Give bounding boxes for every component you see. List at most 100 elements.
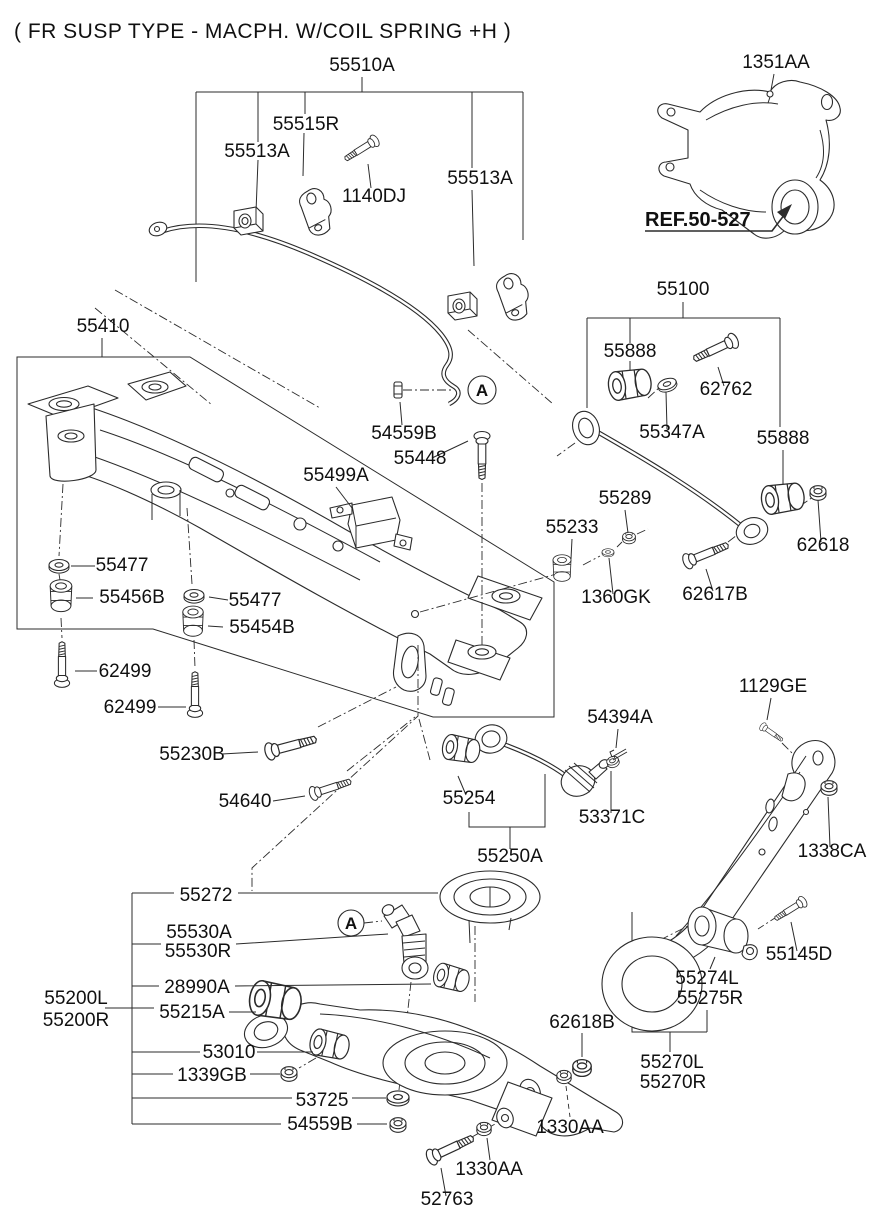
ref-callout-arrow (645, 204, 792, 232)
stopper-55233 (552, 554, 572, 582)
washer-55477-left (48, 558, 70, 574)
detail-marker-A-top-letter: A (476, 381, 488, 400)
washer-55347A (655, 375, 679, 395)
part-label-52763: 52763 (421, 1189, 474, 1210)
ref-callout-label: REF.50-527 (645, 209, 751, 231)
part-label-1330AA-2: 1330AA (455, 1159, 523, 1180)
part-label-55272: 55272 (180, 885, 233, 906)
diagram-title: ( FR SUSP TYPE - MACPH. W/COIL SPRING +H… (14, 20, 511, 43)
part-label-53725: 53725 (296, 1090, 349, 1111)
stabilizer-bushing-right (447, 291, 478, 321)
part-label-55888-2: 55888 (757, 428, 810, 449)
part-label-1351AA: 1351AA (742, 52, 810, 73)
part-label-55456B: 55456B (99, 587, 165, 608)
knuckle-pin-1351AA (766, 90, 774, 98)
leader-lines (71, 73, 831, 1197)
stabilizer-bar-drawing (148, 221, 461, 407)
nut-55289 (622, 531, 636, 545)
stabilizer-bushing-left (233, 206, 264, 236)
projection-lines (58, 96, 814, 1138)
part-label-55410: 55410 (77, 316, 130, 337)
bolt-54640 (307, 774, 354, 803)
part-label-28990A: 28990A (164, 977, 230, 998)
part-label-55200L: 55200L (44, 988, 107, 1009)
part-label-62762: 62762 (700, 379, 753, 400)
detail-marker-A-top: A (467, 375, 497, 405)
rear-knuckle-drawing (657, 79, 841, 239)
nut-54559B-lower (389, 1117, 407, 1133)
nut-1330AA-right (556, 1069, 572, 1085)
nut-1339GB (280, 1066, 298, 1082)
part-label-1339GB: 1339GB (177, 1065, 247, 1086)
assist-arm-bushing-55888-right (759, 480, 807, 517)
part-label-55530A: 55530A (166, 922, 232, 943)
part-label-55230B: 55230B (159, 744, 225, 765)
spring-insulator-55272-drawing (439, 870, 541, 944)
detail-marker-A-bottom-letter: A (345, 914, 357, 933)
bolt-55448 (473, 430, 491, 481)
crossmember-drawing (27, 371, 543, 706)
part-label-55477-1: 55477 (96, 555, 149, 576)
lower-arm-drawing (243, 1002, 624, 1137)
part-label-55270L: 55270L (640, 1052, 703, 1073)
detail-marker-A-bottom: A (337, 909, 365, 937)
part-label-55274L: 55274L (675, 968, 738, 989)
nut-1338CA (820, 780, 838, 796)
bolt-55230B (262, 729, 320, 762)
part-label-54559B-1: 54559B (371, 423, 437, 444)
cotter-pin-54394A (609, 748, 628, 761)
part-label-55510A: 55510A (329, 55, 395, 76)
part-label-62618: 62618 (797, 535, 850, 556)
bolt-1129GE (758, 721, 786, 745)
washer-55477-right (183, 588, 205, 604)
part-label-55448: 55448 (394, 448, 447, 469)
part-label-55888-1: 55888 (604, 341, 657, 362)
part-label-1360GK: 1360GK (581, 587, 651, 608)
part-label-1129GE: 1129GE (739, 676, 807, 697)
washer-1360GK (601, 548, 615, 558)
part-label-55200R: 55200R (43, 1010, 110, 1031)
part-label-55270R: 55270R (640, 1072, 707, 1093)
part-label-55530R: 55530R (165, 941, 232, 962)
part-label-55100: 55100 (657, 279, 710, 300)
part-label-55250A: 55250A (477, 846, 543, 867)
part-label-55499A: 55499A (303, 465, 369, 486)
part-label-55275R: 55275R (677, 988, 744, 1009)
bushing-55456B (49, 579, 73, 613)
part-label-62618B: 62618B (549, 1012, 615, 1033)
part-label-53371C: 53371C (579, 807, 646, 828)
nut-62618 (809, 485, 827, 501)
washer-53725 (386, 1090, 410, 1107)
harness-clip-54559B (393, 381, 403, 399)
part-label-55515R: 55515R (273, 114, 340, 135)
assist-arm-55100-drawing (572, 410, 769, 545)
part-labels: ( FR SUSP TYPE - MACPH. W/COIL SPRING +H… (14, 20, 867, 1210)
part-label-55454B: 55454B (229, 617, 295, 638)
part-label-1338CA: 1338CA (798, 841, 867, 862)
nut-62618B (572, 1058, 592, 1078)
part-label-55513A-1: 55513A (224, 141, 290, 162)
nut-1330AA-lower (476, 1121, 492, 1137)
bolt-62762 (689, 331, 742, 368)
trailing-arm-bushing-55274-drawing (687, 906, 758, 961)
stabilizer-link-drawing (381, 904, 429, 980)
part-label-55233: 55233 (546, 517, 599, 538)
part-label-54640: 54640 (219, 791, 272, 812)
stabilizer-clamp-bolt-1140DJ (341, 133, 382, 166)
part-label-62617B: 62617B (682, 584, 748, 605)
bolt-55145D (771, 894, 810, 925)
bushing-28990A (430, 961, 473, 995)
part-label-54394A: 54394A (587, 707, 653, 728)
part-label-62499-2: 62499 (104, 697, 157, 718)
part-label-55145D: 55145D (766, 944, 833, 965)
assist-link-55250A-drawing (474, 724, 610, 797)
part-label-1140DJ: 1140DJ (342, 186, 406, 207)
part-label-55477-2: 55477 (229, 590, 282, 611)
bracket-55499A-drawing (329, 496, 413, 551)
stabilizer-clamp-right (493, 269, 535, 324)
part-label-55254: 55254 (443, 788, 496, 809)
part-label-55347A: 55347A (639, 422, 705, 443)
part-label-53010: 53010 (203, 1042, 256, 1063)
